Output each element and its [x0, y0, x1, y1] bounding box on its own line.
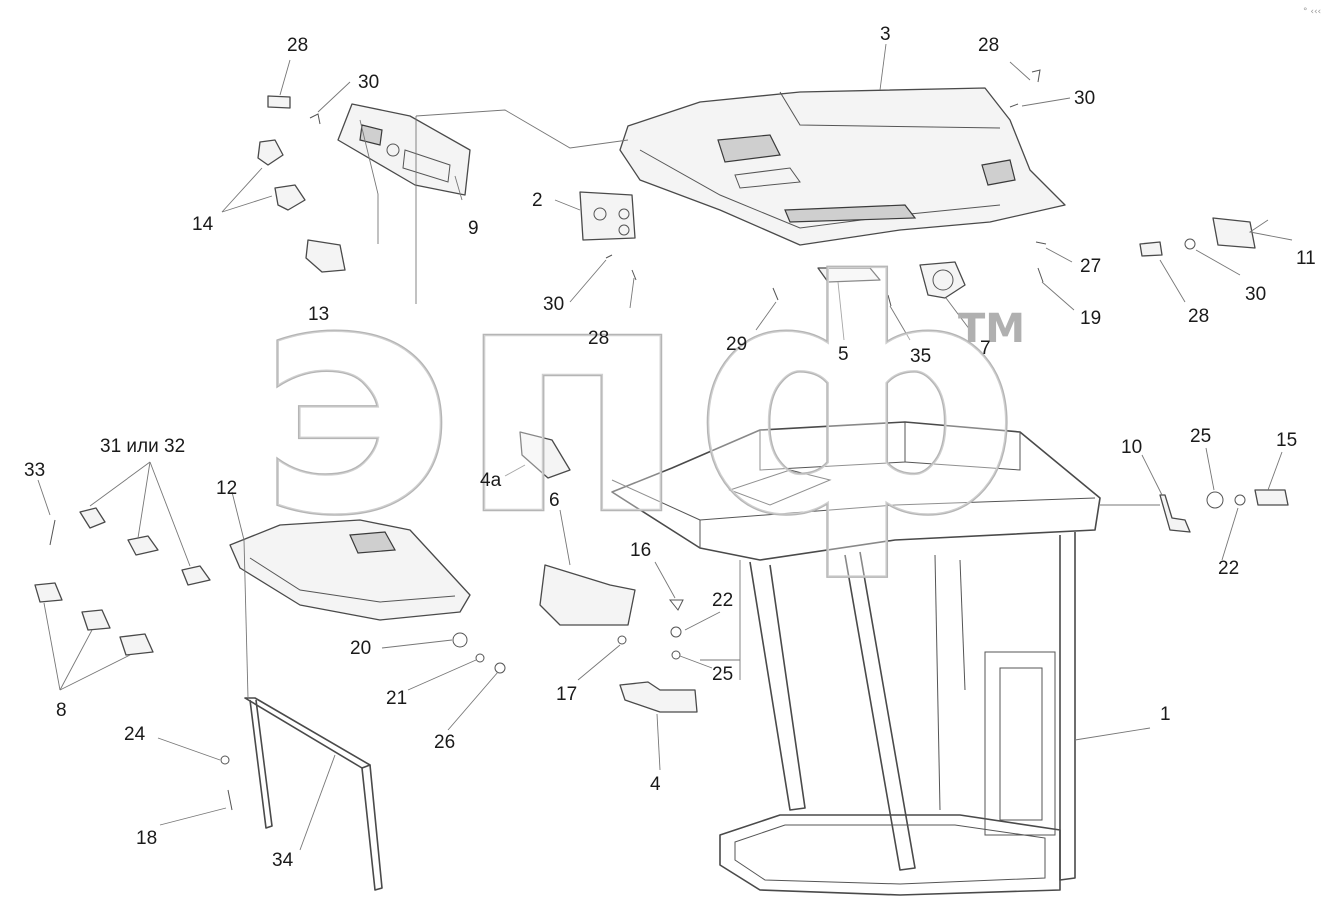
callout-8: 8 [56, 700, 67, 721]
callout-28d: 28 [1188, 306, 1209, 327]
callout-2: 2 [532, 190, 543, 211]
callout-28b: 28 [978, 35, 999, 56]
callout-35: 35 [910, 346, 931, 367]
callout-7: 7 [980, 338, 991, 359]
callout-18: 18 [136, 828, 157, 849]
callout-33: 33 [24, 460, 45, 481]
callout-15: 15 [1276, 430, 1297, 451]
roof-panel [619, 87, 1066, 246]
callouts: 1 2 3 4 4а 5 6 7 8 9 10 11 12 13 14 15 1… [24, 24, 1316, 871]
callout-6: 6 [549, 490, 560, 511]
callout-13: 13 [308, 304, 329, 325]
callout-30a: 30 [358, 72, 379, 93]
cab-frame [611, 421, 1101, 896]
callout-30c: 30 [543, 294, 564, 315]
callout-24: 24 [124, 724, 146, 745]
callout-30d: 30 [1245, 284, 1266, 305]
small-parts [34, 69, 1289, 811]
watermark: эпф TM [254, 213, 1027, 588]
handrail [244, 697, 383, 891]
callout-20: 20 [350, 638, 371, 659]
callout-3: 3 [880, 24, 891, 45]
callout-34: 34 [272, 850, 294, 871]
corner-mark: ° ‹‹‹ [1303, 7, 1321, 17]
callout-22a: 22 [712, 590, 733, 611]
callout-25a: 25 [712, 664, 733, 685]
callout-26: 26 [434, 732, 455, 753]
callout-31-or-32: 31 или 32 [100, 436, 185, 457]
instrument-panel [337, 103, 471, 196]
callout-14: 14 [192, 214, 214, 235]
callout-21: 21 [386, 688, 407, 709]
callout-25b: 25 [1190, 426, 1211, 447]
callout-28a: 28 [287, 35, 308, 56]
callout-16: 16 [630, 540, 651, 561]
callout-27: 27 [1080, 256, 1101, 277]
callout-10: 10 [1121, 437, 1142, 458]
leader-lines [37, 43, 1293, 851]
watermark-logo: эпф [255, 214, 1025, 586]
floor-panel [229, 519, 471, 621]
callout-9: 9 [468, 218, 479, 239]
callout-4a: 4а [480, 470, 502, 491]
callout-22b: 22 [1218, 558, 1239, 579]
callout-19: 19 [1080, 308, 1101, 329]
callout-5: 5 [838, 344, 849, 365]
callout-28c: 28 [588, 328, 609, 349]
callout-12: 12 [216, 478, 237, 499]
callout-29: 29 [726, 334, 747, 355]
callout-1: 1 [1160, 704, 1171, 725]
callout-4: 4 [650, 774, 661, 795]
callout-11: 11 [1296, 248, 1316, 269]
watermark-trademark: TM [958, 306, 1025, 352]
callout-17: 17 [556, 684, 577, 705]
callout-30b: 30 [1074, 88, 1095, 109]
